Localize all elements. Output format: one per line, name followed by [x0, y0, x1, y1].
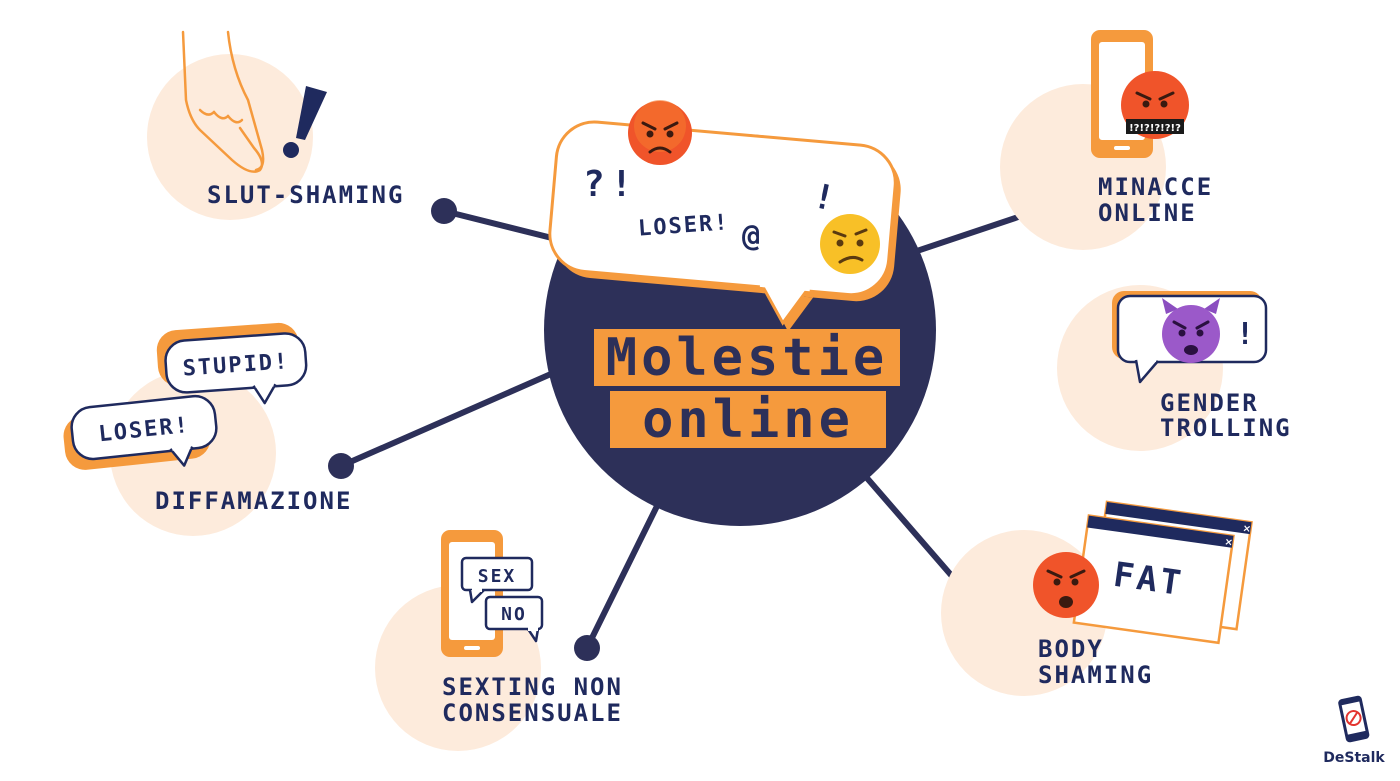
node-body-shaming: × × FAT BODY SHAMING — [941, 500, 1253, 696]
label-gender-line1: GENDER — [1160, 389, 1259, 417]
shocked-angry-face-icon — [1033, 552, 1099, 618]
dot-diffamazione — [328, 453, 354, 479]
bubble-question-exclaim: ?! — [583, 164, 638, 205]
close-icon: × — [1224, 537, 1234, 549]
label-minacce-line2: ONLINE — [1098, 199, 1197, 227]
dot-sexting — [574, 635, 600, 661]
confused-face-icon — [820, 214, 880, 274]
node-minacce-online: !?!?!?!?!? MINACCE ONLINE — [1000, 30, 1213, 250]
title-box-2 — [610, 391, 886, 448]
pointing-hand-icon — [181, 30, 265, 173]
label-sexting-line2: CONSENSUALE — [442, 699, 623, 727]
msg-no-text: NO — [501, 604, 527, 625]
destalk-logo: DeStalk — [1323, 695, 1385, 766]
center-speech-bubble: ?! LOSER! @ ! — [548, 120, 901, 332]
label-minacce-line1: MINACCE — [1098, 173, 1213, 201]
no-message-bubble: NO — [484, 595, 544, 643]
angry-censored-face-icon: !?!?!?!?!? — [1121, 71, 1189, 139]
title-box-1 — [594, 329, 900, 386]
label-body-line1: BODY — [1038, 635, 1104, 663]
exclamation-icon — [283, 86, 327, 158]
connector-sexting — [584, 497, 663, 651]
node-gender-trolling: ! GENDER TROLLING — [1057, 285, 1292, 451]
popup-windows-icon: × × FAT — [1072, 500, 1253, 645]
dot-slut-shaming — [431, 198, 457, 224]
sex-message-bubble: SEX — [460, 556, 534, 604]
brand-name: DeStalk — [1323, 750, 1385, 766]
center-title-line1: Molestie — [606, 328, 888, 388]
node-slut-shaming: SLUT-SHAMING — [147, 30, 404, 220]
label-body-line2: SHAMING — [1038, 661, 1153, 689]
angry-face-icon — [628, 100, 692, 165]
loser-bubble: LOSER! — [63, 394, 218, 470]
msg-sex-text: SEX — [478, 566, 517, 587]
label-slut-shaming: SLUT-SHAMING — [207, 181, 404, 209]
node-diffamazione: STUPID! LOSER! DIFFAMAZIONE — [63, 322, 352, 536]
bubble-at-sign: @ — [742, 219, 760, 254]
peach-circle — [147, 54, 313, 220]
stupid-bubble: STUPID! — [156, 322, 308, 405]
window-fat-text: FAT — [1111, 555, 1186, 604]
censor-symbols: !?!?!?!?!? — [1129, 123, 1181, 134]
label-gender-line2: TROLLING — [1160, 414, 1292, 442]
node-sexting: SEX NO SEXTING NON CONSENSUALE — [375, 530, 623, 751]
label-sexting-line1: SEXTING NON — [442, 673, 623, 701]
gender-trolling-exclaim: ! — [1236, 317, 1254, 352]
label-diffamazione: DIFFAMAZIONE — [155, 487, 352, 515]
phone-stalk-icon — [1338, 695, 1370, 743]
devil-face-icon — [1162, 298, 1220, 363]
connector-diffamazione — [338, 367, 563, 469]
svg-text:×: × — [1242, 523, 1252, 535]
center-title-line2: online — [642, 390, 854, 450]
